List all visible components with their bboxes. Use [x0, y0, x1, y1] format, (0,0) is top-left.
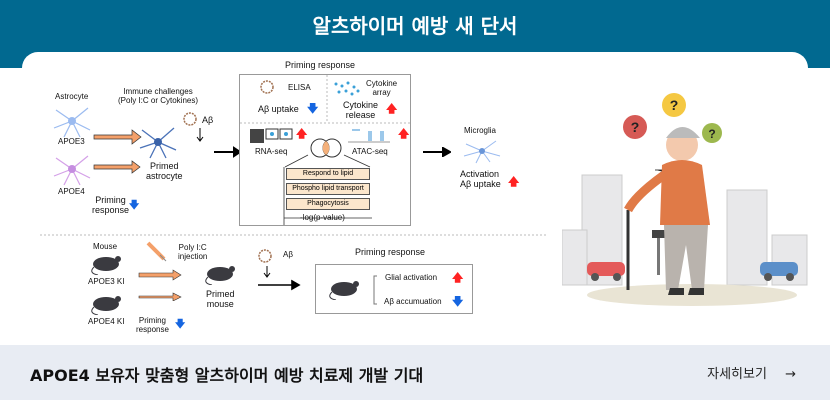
up-arrow-icon: 🡅: [386, 103, 398, 115]
atac-seq-icon: [348, 129, 390, 143]
primed-mouse-icon: [205, 266, 235, 285]
footer-bar[interactable]: APOE4 보유자 맞춤형 알츠하이머 예방 치료제 개발 기대 자세히보기 →: [0, 345, 830, 400]
label-microglia: Microglia: [464, 126, 497, 135]
label-astrocyte: Astrocyte: [55, 92, 89, 101]
bar-respond-to-lipid: Respond to lipid: [286, 168, 370, 180]
down-arrow-icon: 🡇: [175, 319, 186, 330]
abeta-aggregate-icon: [183, 112, 197, 126]
view-more-label[interactable]: 자세히보기: [707, 367, 767, 382]
bar-phagocytosis: Phagocytosis: [286, 198, 370, 210]
label-cytokine-array: Cytokine array: [366, 79, 398, 97]
abeta-aggregate-icon: [258, 249, 272, 263]
label-priming-response-astro: Priming response: [92, 195, 130, 215]
label-primed-mouse: Primed mouse: [206, 289, 235, 309]
up-arrow-icon: 🡅: [508, 176, 520, 188]
up-arrow-icon: 🡅: [452, 272, 464, 284]
label-apoe4: APOE4: [58, 187, 85, 196]
label-abeta-accumulation: Aβ accumuation: [384, 297, 442, 306]
orange-arrows: [93, 129, 142, 174]
bracket: [373, 275, 377, 305]
question-mark-icon: ?: [708, 127, 715, 141]
label-injection: Poly I:C injection: [178, 243, 208, 261]
elderly-man-illustration: ? ? ?: [562, 93, 808, 306]
mouse-apoe3-icon: [91, 256, 121, 275]
label-apoe3-ki: APOE3 KI: [88, 277, 125, 286]
microglia-icon: [463, 140, 501, 164]
cytokine-array-icon: [334, 81, 360, 96]
label-mouse: Mouse: [93, 242, 118, 251]
label-priming-response-mouse: Priming response: [136, 316, 169, 334]
sequencer-icon: [250, 128, 293, 143]
black-arrow-mouse: [258, 266, 301, 291]
elisa-icon: [260, 80, 274, 94]
article-headline[interactable]: APOE4 보유자 맞춤형 알츠하이머 예방 치료제 개발 기대: [30, 366, 424, 385]
trousers: [664, 225, 708, 290]
up-arrow-icon: 🡅: [296, 128, 308, 140]
label-rna-seq: RNA-seq: [255, 147, 288, 156]
mouse-priming-title: Priming response: [355, 247, 426, 257]
label-xaxis: -log(p-value): [300, 213, 345, 222]
bar-phospho-lipid-transport: Phospho lipid transport: [286, 183, 370, 195]
label-immune-challenges: Immune challenges (Poly I:C or Cytokines…: [118, 87, 199, 105]
black-arrows: [196, 128, 242, 158]
label-apoe3: APOE3: [58, 137, 85, 146]
question-mark-icon: ?: [670, 97, 679, 113]
car-red-icon: [587, 262, 625, 281]
label-apoe4-ki: APOE4 KI: [88, 317, 125, 326]
label-activation: Activation Aβ uptake: [460, 169, 501, 189]
priming-dividers: [240, 75, 410, 225]
up-arrow-icon: 🡅: [398, 128, 410, 140]
astrocyte-apoe4-icon: [53, 155, 91, 186]
orange-arrows-mouse: [138, 269, 182, 301]
arrow-right-icon: →: [785, 367, 796, 382]
label-elisa: ELISA: [288, 83, 311, 92]
question-mark-icon: ?: [631, 119, 640, 135]
down-arrow-icon: 🡇: [452, 296, 464, 308]
mouse-result-icon: [329, 281, 359, 300]
car-blue-icon: [760, 262, 798, 281]
question-bubbles: [623, 93, 722, 143]
traffic-light-icon: [652, 230, 670, 275]
page-title: 알츠하이머 예방 새 단서: [312, 14, 518, 38]
arrow-to-microglia: [423, 147, 451, 157]
primed-astrocyte-icon: [139, 127, 177, 159]
syringe-icon: [146, 241, 167, 262]
view-more-link[interactable]: 자세히보기 →: [707, 363, 796, 382]
label-cytokine-release: Cytokine release: [343, 100, 379, 120]
label-primed-astrocyte: Primed astrocyte: [146, 161, 183, 181]
label-glial-activation: Glial activation: [385, 273, 438, 282]
label-abeta: Aβ: [202, 115, 214, 125]
label-abeta-mouse: Aβ: [283, 250, 293, 259]
priming-box-title: Priming response: [285, 60, 356, 70]
label-atac-seq: ATAC-seq: [352, 147, 388, 156]
orange-sweater: [660, 160, 710, 225]
label-abeta-uptake: Aβ uptake: [258, 104, 299, 114]
section-divider: [40, 234, 548, 236]
mouse-apoe4-icon: [91, 296, 121, 315]
down-arrow-icon: 🡇: [307, 103, 319, 115]
down-arrow-icon: 🡇: [129, 200, 140, 211]
astrocyte-apoe3-icon: [53, 107, 91, 138]
